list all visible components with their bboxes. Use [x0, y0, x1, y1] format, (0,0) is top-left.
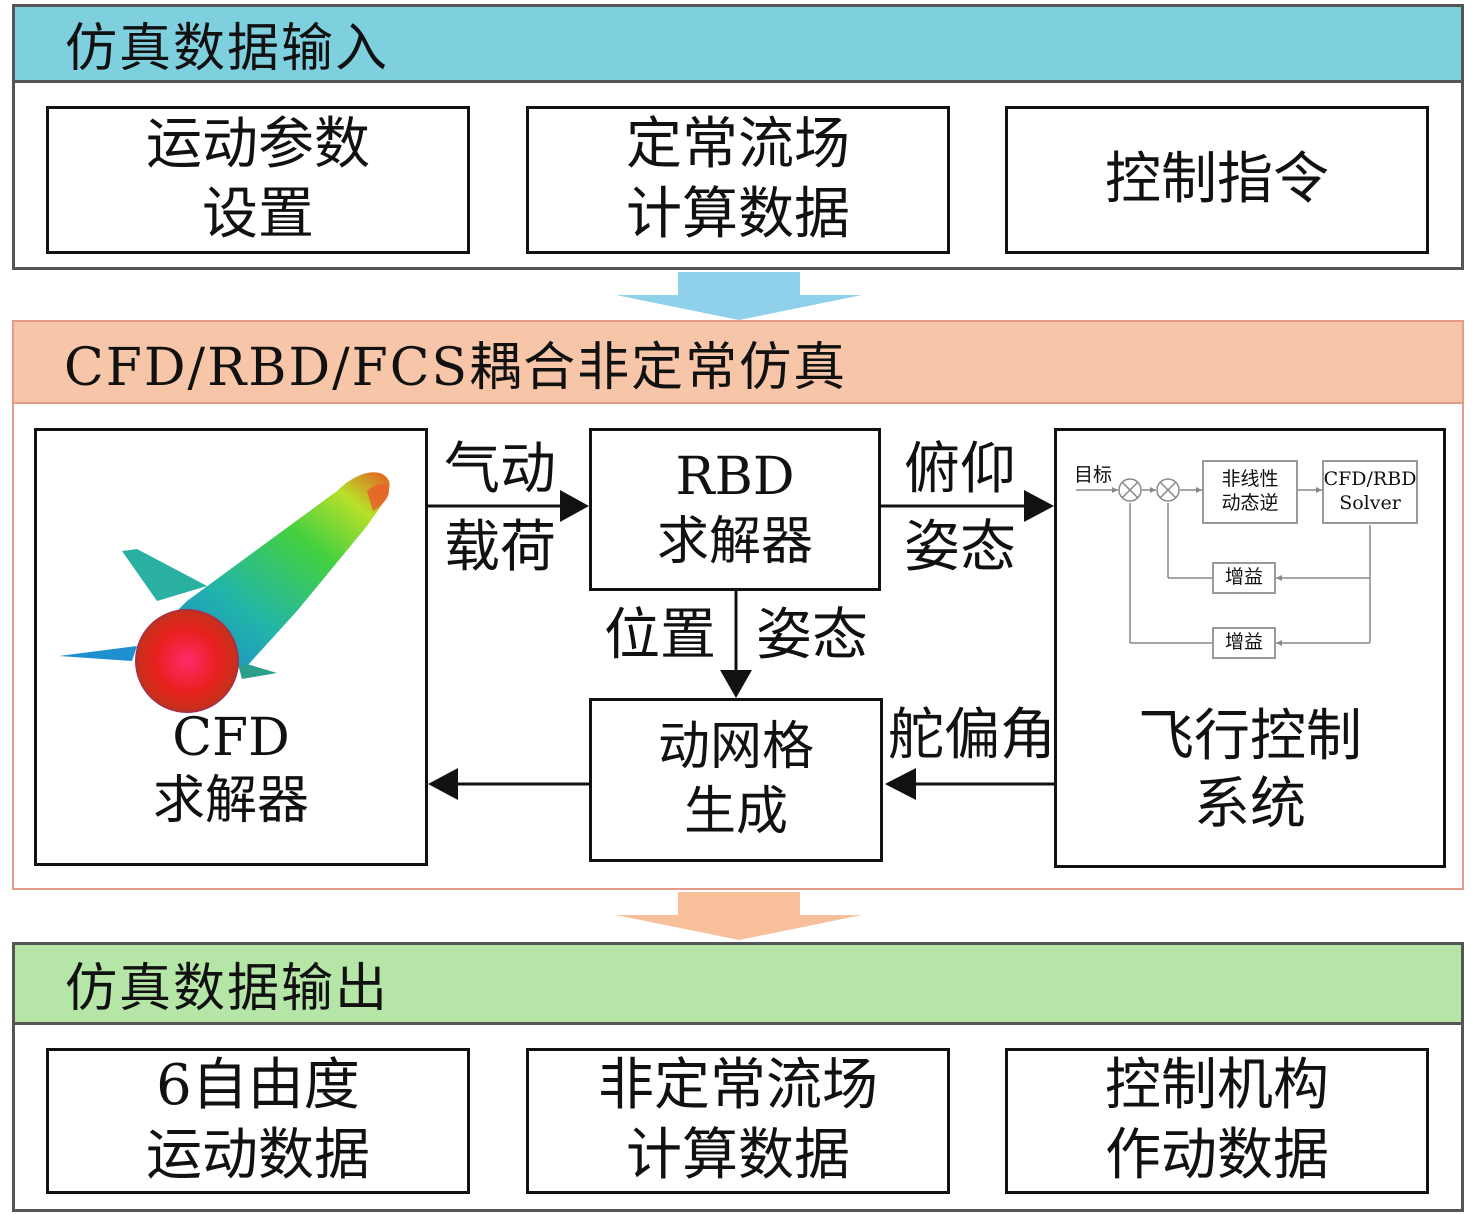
motion-params-line1: 运动参数	[146, 112, 370, 177]
actuator-data-line1: 控制机构	[1105, 1053, 1329, 1118]
cfd-box: CFD 求解器	[34, 428, 428, 866]
fcs-gain-2-label: 增益	[1224, 631, 1263, 654]
fcs-gain-1-label: 增益	[1224, 566, 1263, 589]
missile-image	[59, 472, 390, 713]
mesh-line1: 动网格	[657, 717, 814, 777]
missile-nose	[135, 609, 239, 713]
pitch-label-1: 俯仰	[904, 437, 1016, 502]
fcs-inverse-block: 非线性 动态逆	[1202, 460, 1298, 524]
rudder-label: 舵偏角	[888, 703, 1056, 768]
output-title: 仿真数据输出	[65, 959, 390, 1019]
coupling-section	[12, 320, 1464, 890]
down-arrow-input	[616, 272, 862, 320]
attitude-label: 姿态	[756, 603, 868, 668]
coupling-header: CFD/RBD/FCS耦合非定常仿真	[14, 322, 1462, 404]
fin-top	[122, 549, 207, 601]
six-dof-box: 6自由度 运动数据	[46, 1048, 470, 1194]
control-command-line1: 控制指令	[1105, 147, 1329, 212]
fcs-gain-block-1: 增益	[1212, 562, 1276, 594]
pitch-label-2: 姿态	[904, 515, 1016, 580]
control-command-box: 控制指令	[1005, 106, 1429, 254]
fcs-line2: 系统	[1194, 772, 1306, 838]
actuator-data-box: 控制机构 作动数据	[1005, 1048, 1429, 1194]
rbd-line1: RBD	[675, 446, 795, 507]
fcs-inverse-line1: 非线性	[1221, 468, 1279, 491]
fin-left	[59, 646, 137, 661]
cfd-line1: CFD	[172, 708, 290, 768]
fcs-target-label: 目标	[1074, 464, 1113, 486]
down-arrow-output	[616, 892, 862, 940]
fcs-gain-block-2: 增益	[1212, 627, 1276, 659]
six-dof-line2: 运动数据	[146, 1123, 370, 1188]
fcs-label: 飞行控制 系统	[1057, 703, 1443, 840]
aero-load-label-2: 载荷	[444, 515, 556, 580]
position-label: 位置	[604, 603, 716, 668]
input-section	[12, 4, 1464, 270]
rbd-line2: 求解器	[656, 511, 813, 572]
mesh-line2: 生成	[683, 782, 788, 842]
cfd-label: CFD 求解器	[37, 707, 425, 834]
output-section	[12, 942, 1464, 1212]
rbd-box: RBD 求解器	[589, 428, 881, 591]
six-dof-line1: 6自由度	[156, 1053, 360, 1118]
motion-params-line2: 设置	[202, 182, 314, 247]
motion-params-box: 运动参数 设置	[46, 106, 470, 254]
input-title: 仿真数据输入	[65, 19, 390, 79]
fcs-line1: 飞行控制	[1138, 704, 1362, 769]
input-header: 仿真数据输入	[15, 7, 1461, 83]
unsteady-flow-line2: 计算数据	[626, 1123, 850, 1188]
output-header: 仿真数据输出	[15, 945, 1461, 1025]
aero-load-label-1: 气动	[444, 437, 556, 502]
steady-flow-box: 定常流场 计算数据	[526, 106, 950, 254]
cfd-line2: 求解器	[152, 771, 309, 832]
unsteady-flow-line1: 非定常流场	[598, 1053, 878, 1118]
fcs-solver-block: CFD/RBD Solver	[1322, 460, 1418, 524]
fcs-solver-line2: Solver	[1339, 492, 1401, 514]
fcs-inverse-line2: 动态逆	[1221, 492, 1279, 514]
mesh-box: 动网格 生成	[589, 698, 883, 862]
unsteady-flow-box: 非定常流场 计算数据	[526, 1048, 950, 1194]
coupling-title: CFD/RBD/FCS耦合非定常仿真	[64, 337, 848, 398]
steady-flow-line2: 计算数据	[626, 182, 850, 247]
fcs-solver-line1: CFD/RBD	[1323, 468, 1417, 491]
steady-flow-line1: 定常流场	[626, 112, 850, 177]
actuator-data-line2: 作动数据	[1105, 1123, 1329, 1188]
